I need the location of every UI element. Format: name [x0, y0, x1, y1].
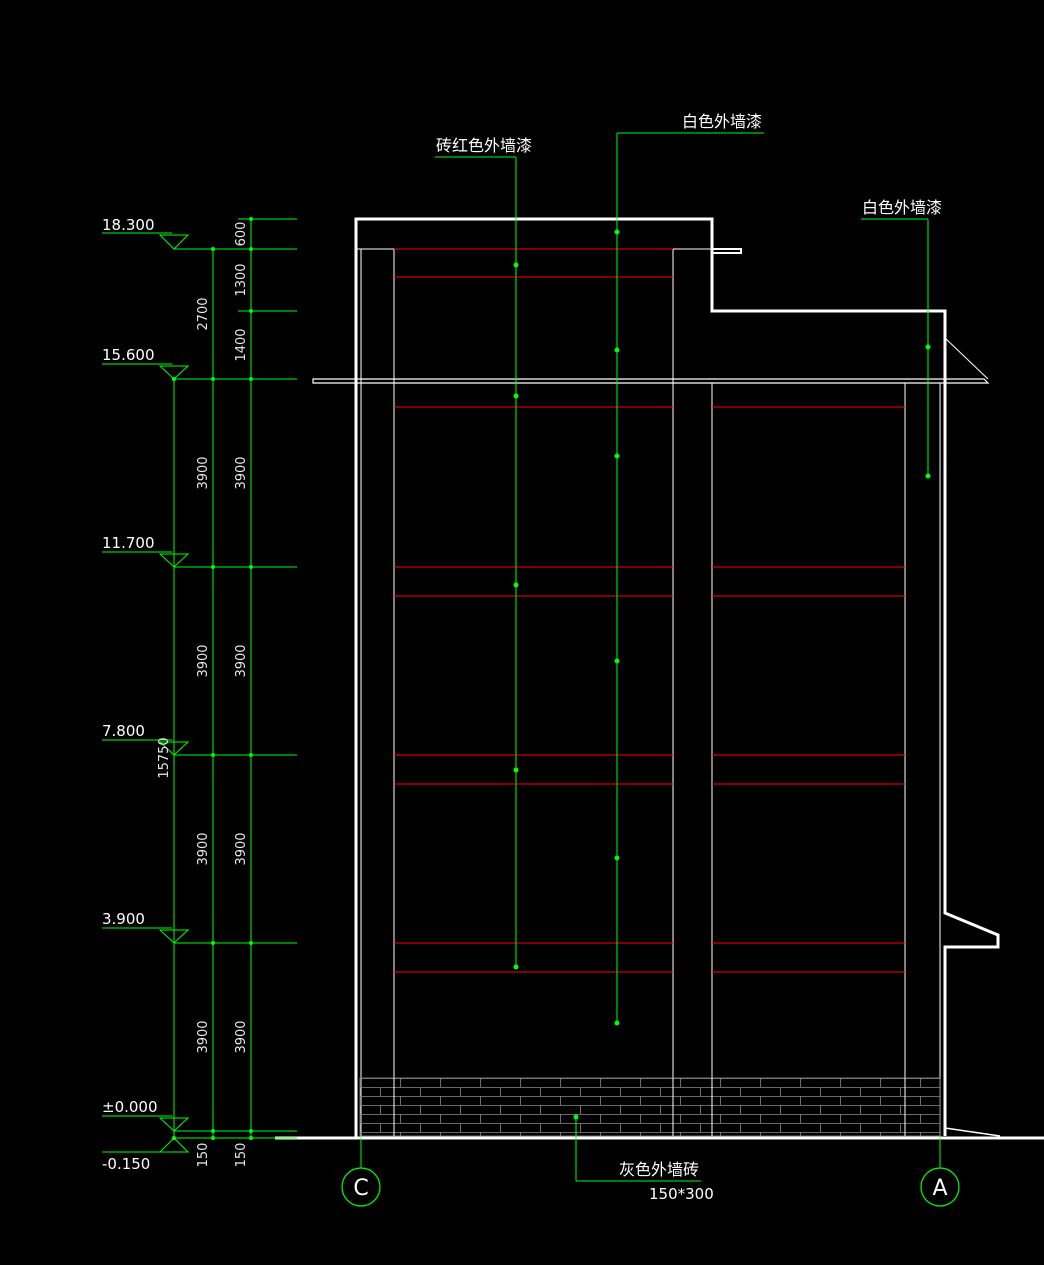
dimension-value: 150	[196, 1143, 211, 1168]
dimension-system	[102, 218, 297, 1153]
total-dimension: 15750	[157, 737, 172, 778]
grey-tile-plinth	[359, 1077, 941, 1137]
axis-label-c: C	[353, 1176, 368, 1201]
dimension-value: 3900	[196, 832, 211, 865]
callout-dots	[513, 229, 931, 1120]
axis-label-a: A	[932, 1176, 947, 1201]
dimension-value: 3900	[196, 644, 211, 677]
dimension-value: 1300	[234, 263, 249, 296]
dimension-values-col2: 600 1300 1400 3900 3900 3900 3900 150	[234, 222, 249, 1168]
elevation-label: -0.150	[102, 1155, 150, 1173]
cornice-slope	[944, 337, 989, 380]
elevation-label: 18.300	[102, 216, 155, 234]
dimension-value: 3900	[196, 456, 211, 489]
elevation-label: 11.700	[102, 534, 155, 552]
callout-white-main: 白色外墙漆	[682, 112, 762, 131]
callout-white-right: 白色外墙漆	[862, 198, 942, 217]
dimension-values-col1: 2700 3900 3900 3900 3900 150	[196, 297, 211, 1167]
dimension-value: 3900	[234, 456, 249, 489]
callout-tile-size: 150*300	[649, 1185, 714, 1203]
elevation-label: ±0.000	[102, 1098, 158, 1116]
axis-markers: C A	[341, 1138, 960, 1207]
axis-circle-c	[341, 1167, 381, 1207]
callout-grey-tile: 灰色外墙砖	[619, 1160, 699, 1179]
dimension-value: 3900	[196, 1020, 211, 1053]
dimension-value: 150	[234, 1143, 249, 1168]
parapet-ledge	[712, 248, 742, 254]
right-canopy	[944, 1127, 1001, 1137]
building-outline	[312, 217, 1001, 1138]
dimension-value: 3900	[234, 832, 249, 865]
elevation-labels: 18.300 15.600 11.700 7.800 3.900 ±0.000 …	[102, 216, 158, 1173]
callout-leaders	[435, 132, 929, 1182]
elevation-label: 7.800	[102, 722, 145, 740]
dimension-value: 3900	[234, 644, 249, 677]
parapet-outline	[354, 217, 1000, 1138]
dimension-ticks	[172, 217, 253, 1140]
floor-lines	[394, 248, 905, 973]
callout-labels: 砖红色外墙漆 白色外墙漆 白色外墙漆 灰色外墙砖 150*300	[436, 112, 942, 1203]
elevation-label: 15.600	[102, 346, 155, 364]
dimension-value: 600	[234, 222, 249, 247]
dimension-value: 1400	[234, 328, 249, 361]
axis-circle-a	[920, 1167, 960, 1207]
elevation-label: 3.900	[102, 910, 145, 928]
cornice-slab	[312, 378, 990, 384]
dimension-value: 2700	[196, 297, 211, 330]
dimension-value: 3900	[234, 1020, 249, 1053]
callout-brick-red: 砖红色外墙漆	[436, 136, 532, 155]
